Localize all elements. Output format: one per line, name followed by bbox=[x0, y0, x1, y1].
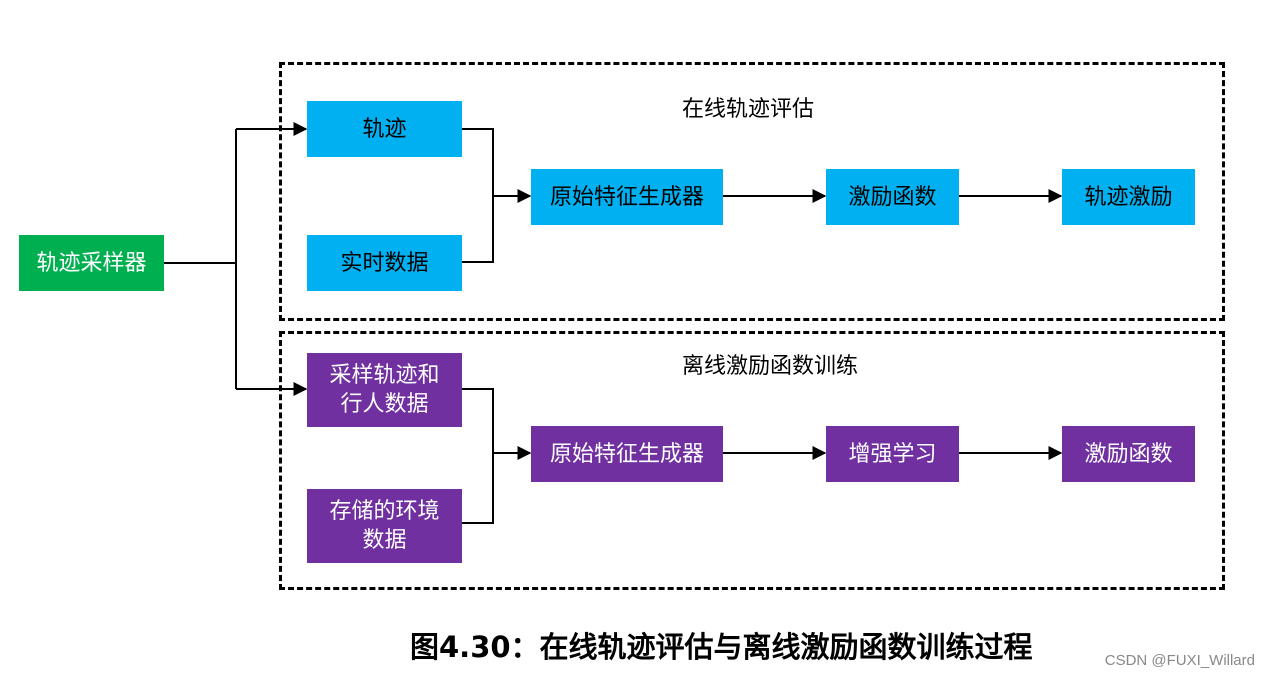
watermark: CSDN @FUXI_Willard bbox=[1104, 652, 1255, 669]
online-evaluation-group bbox=[279, 62, 1225, 321]
online-merge-line bbox=[462, 128, 494, 263]
online-group-title: 在线轨迹评估 bbox=[681, 97, 815, 122]
offline-reward-function-node: 激励函数 bbox=[1062, 426, 1195, 482]
offline-training-group bbox=[279, 331, 1225, 590]
online-feature-generator-node: 原始特征生成器 bbox=[531, 169, 723, 225]
offline-feature-generator-node: 原始特征生成器 bbox=[531, 426, 723, 482]
offline-group-title: 离线激励函数训练 bbox=[681, 354, 859, 379]
trajectory-sampler-node: 轨迹采样器 bbox=[19, 235, 164, 291]
offline-merge-line bbox=[462, 388, 494, 524]
figure-caption: 图4.30：在线轨迹评估与离线激励函数训练过程 bbox=[410, 630, 1033, 664]
stored-environment-data-node: 存储的环境 数据 bbox=[307, 489, 462, 563]
sampled-trajectory-pedestrian-node: 采样轨迹和 行人数据 bbox=[307, 353, 462, 427]
reinforcement-learning-node: 增强学习 bbox=[826, 426, 959, 482]
trajectory-reward-node: 轨迹激励 bbox=[1062, 169, 1195, 225]
online-reward-function-node: 激励函数 bbox=[826, 169, 959, 225]
realtime-data-node: 实时数据 bbox=[307, 235, 462, 291]
trajectory-node: 轨迹 bbox=[307, 101, 462, 157]
